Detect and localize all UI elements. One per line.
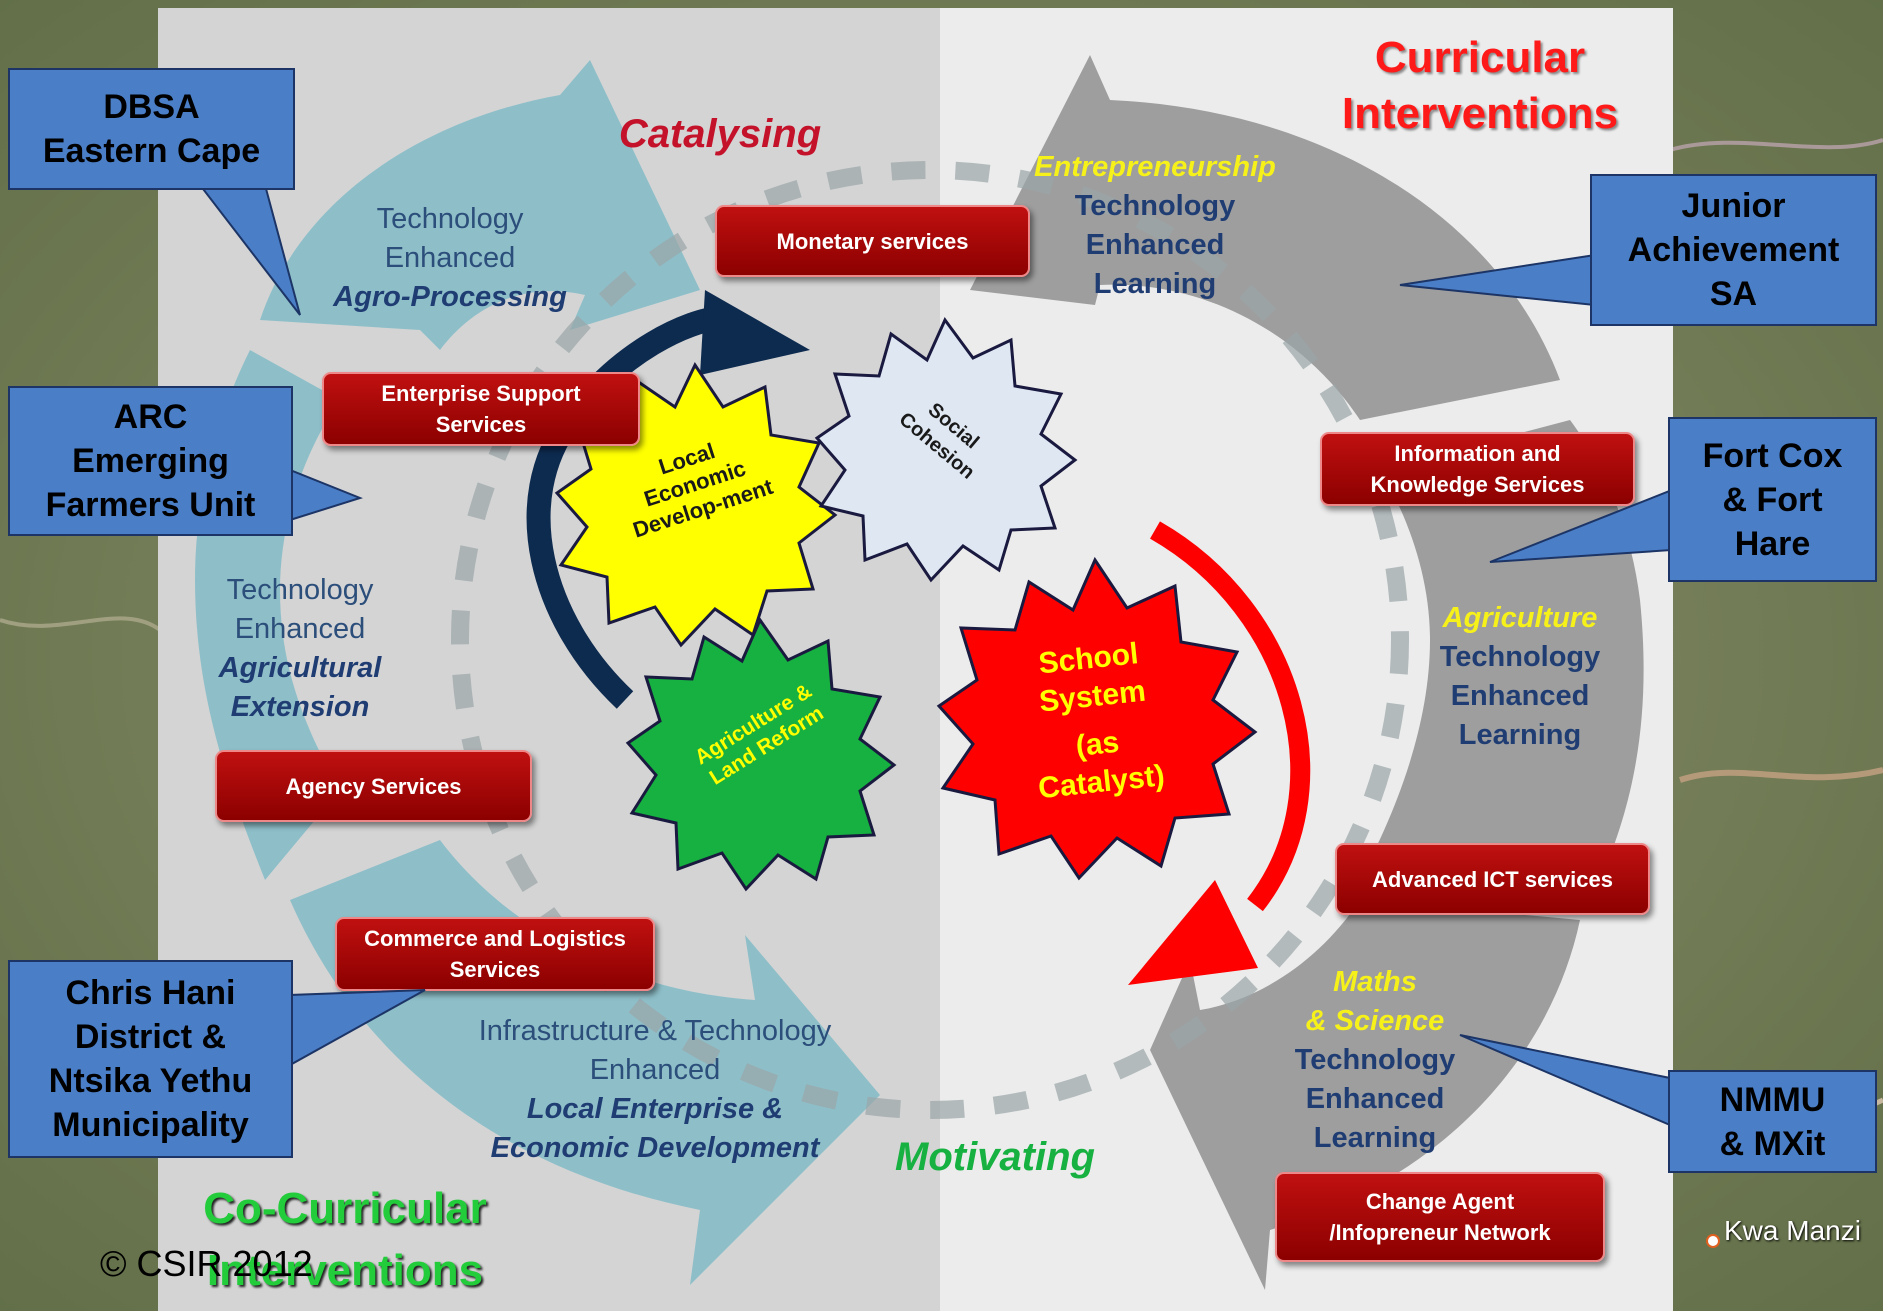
copyright: © CSIR 2012 — [100, 1243, 313, 1284]
arc-line1: ARC — [113, 398, 188, 436]
title-line1: Curricular — [1374, 33, 1586, 82]
segment-entrepreneurship: Entrepreneurship Technology Enhanced Lea… — [1030, 148, 1280, 304]
enterprise-line2: Services — [435, 412, 527, 437]
arc-line2: Emerging — [72, 442, 229, 480]
junior-line3: SA — [1709, 275, 1758, 313]
map-label: Kwa Manzi — [1724, 1215, 1861, 1246]
agro-line3: Agro-Processing — [333, 281, 567, 313]
infra-line3: Local Enterprise & — [526, 1093, 784, 1125]
map-marker-icon — [1706, 1234, 1720, 1248]
red-curved-arrow — [1150, 521, 1311, 912]
enterprise-line1: Enterprise Support — [381, 381, 581, 406]
fort-pointer — [1489, 488, 1673, 563]
dbsa-line1: DBSA — [103, 88, 200, 126]
maths-line2: & Science — [1305, 1005, 1445, 1037]
callout-nmmu: NMMU & MXit — [1668, 1070, 1877, 1173]
agri-line4: Learning — [1458, 719, 1582, 751]
callout-junior-achievement: Junior Achievement SA — [1590, 174, 1877, 326]
advanced-ict-button[interactable]: Advanced ICT services — [1335, 843, 1650, 915]
entre-line3: Enhanced — [1085, 229, 1225, 261]
change-line1: Change Agent — [1365, 1189, 1515, 1214]
junior-line2: Achievement — [1627, 231, 1840, 269]
segment-agro: Technology Enhanced Agro-Processing — [330, 200, 570, 317]
bottom-title-line1: Co-Curricular — [203, 1184, 487, 1233]
extension-line1: Technology — [226, 574, 374, 606]
maths-line4: Enhanced — [1305, 1083, 1445, 1115]
information-knowledge-button[interactable]: Information and Knowledge Services — [1320, 432, 1635, 506]
change-agent-button[interactable]: Change Agent /Infopreneur Network — [1275, 1172, 1605, 1262]
chris-line4: Municipality — [52, 1106, 249, 1144]
infra-line4: Economic Development — [490, 1132, 820, 1164]
enterprise-support-button[interactable]: Enterprise Support Services — [322, 372, 640, 446]
commerce-logistics-button[interactable]: Commerce and Logistics Services — [335, 917, 655, 991]
navy-arrowhead — [700, 290, 810, 375]
entre-line4: Learning — [1093, 268, 1217, 300]
commerce-line2: Services — [449, 957, 541, 982]
fort-line3: Hare — [1734, 524, 1811, 563]
segment-maths: Maths & Science Technology Enhanced Lear… — [1275, 963, 1475, 1158]
segment-agriculture: Agriculture Technology Enhanced Learning — [1420, 599, 1620, 755]
infra-line1: Infrastructure & Technology — [478, 1015, 832, 1047]
nmmu-line2: & MXit — [1719, 1124, 1826, 1163]
bottom-title-line2: Interventions — [206, 1246, 484, 1295]
dbsa-line2: Eastern Cape — [42, 132, 261, 170]
title-curricular: Curricular Interventions — [1320, 30, 1640, 142]
monetary-services-button[interactable]: Monetary services — [715, 205, 1030, 277]
chris-pointer — [289, 989, 426, 1067]
callout-chris-hani: Chris Hani District & Ntsika Yethu Munic… — [8, 960, 293, 1158]
fort-line2: & Fort — [1722, 480, 1823, 519]
info-line1: Information and — [1394, 441, 1561, 466]
segment-extension: Technology Enhanced Agricultural Extensi… — [190, 571, 410, 727]
agro-line1: Technology — [376, 203, 524, 235]
gear-school-system — [936, 556, 1258, 881]
callout-dbsa: DBSA Eastern Cape — [8, 68, 295, 190]
agri-line3: Enhanced — [1450, 680, 1590, 712]
extension-line2: Enhanced — [234, 613, 366, 645]
arc-line3: Farmers Unit — [45, 486, 256, 524]
title-co-curricular: Co-Curricular Interventions — [180, 1178, 510, 1302]
grey-arrow-maths — [1150, 900, 1580, 1290]
agri-line1: Agriculture — [1442, 602, 1598, 634]
grey-arrow-entrepreneurship — [970, 55, 1560, 420]
junior-line1: Junior — [1681, 187, 1786, 225]
entre-line2: Technology — [1074, 190, 1236, 222]
chris-line1: Chris Hani — [65, 974, 236, 1012]
teal-arrow-agro — [260, 60, 700, 350]
maths-line5: Learning — [1313, 1122, 1437, 1154]
commerce-line1: Commerce and Logistics — [364, 926, 626, 951]
maths-line3: Technology — [1294, 1044, 1456, 1076]
nmmu-line1: NMMU — [1719, 1080, 1826, 1119]
gear-social-cohesion — [814, 317, 1078, 583]
change-line2: /Infopreneur Network — [1329, 1220, 1551, 1245]
agri-line2: Technology — [1439, 641, 1601, 673]
gear-agriculture-land — [625, 616, 897, 892]
title-line2: Interventions — [1341, 89, 1619, 138]
label-motivating: Motivating — [895, 1135, 1095, 1179]
arc-pointer — [289, 468, 363, 522]
chris-line3: Ntsika Yethu — [48, 1062, 253, 1100]
info-line2: Knowledge Services — [1370, 472, 1585, 497]
callout-fort-cox: Fort Cox & Fort Hare — [1668, 417, 1877, 582]
agro-line2: Enhanced — [384, 242, 516, 274]
chris-line2: District & — [74, 1018, 227, 1056]
maths-line1: Maths — [1333, 966, 1417, 998]
red-arrowhead — [1128, 880, 1258, 985]
label-catalysing: Catalysing — [618, 112, 822, 156]
entre-line1: Entrepreneurship — [1034, 151, 1276, 183]
nmmu-pointer — [1459, 1034, 1671, 1127]
infra-line2: Enhanced — [589, 1054, 721, 1086]
extension-line3: Agricultural — [218, 652, 382, 684]
fort-line1: Fort Cox — [1702, 436, 1843, 475]
extension-line4: Extension — [230, 691, 370, 723]
dbsa-pointer — [197, 184, 301, 316]
callout-arc: ARC Emerging Farmers Unit — [8, 386, 293, 536]
junior-pointer — [1399, 253, 1596, 307]
segment-infrastructure: Infrastructure & Technology Enhanced Loc… — [470, 1012, 840, 1168]
agency-services-button[interactable]: Agency Services — [215, 750, 532, 822]
